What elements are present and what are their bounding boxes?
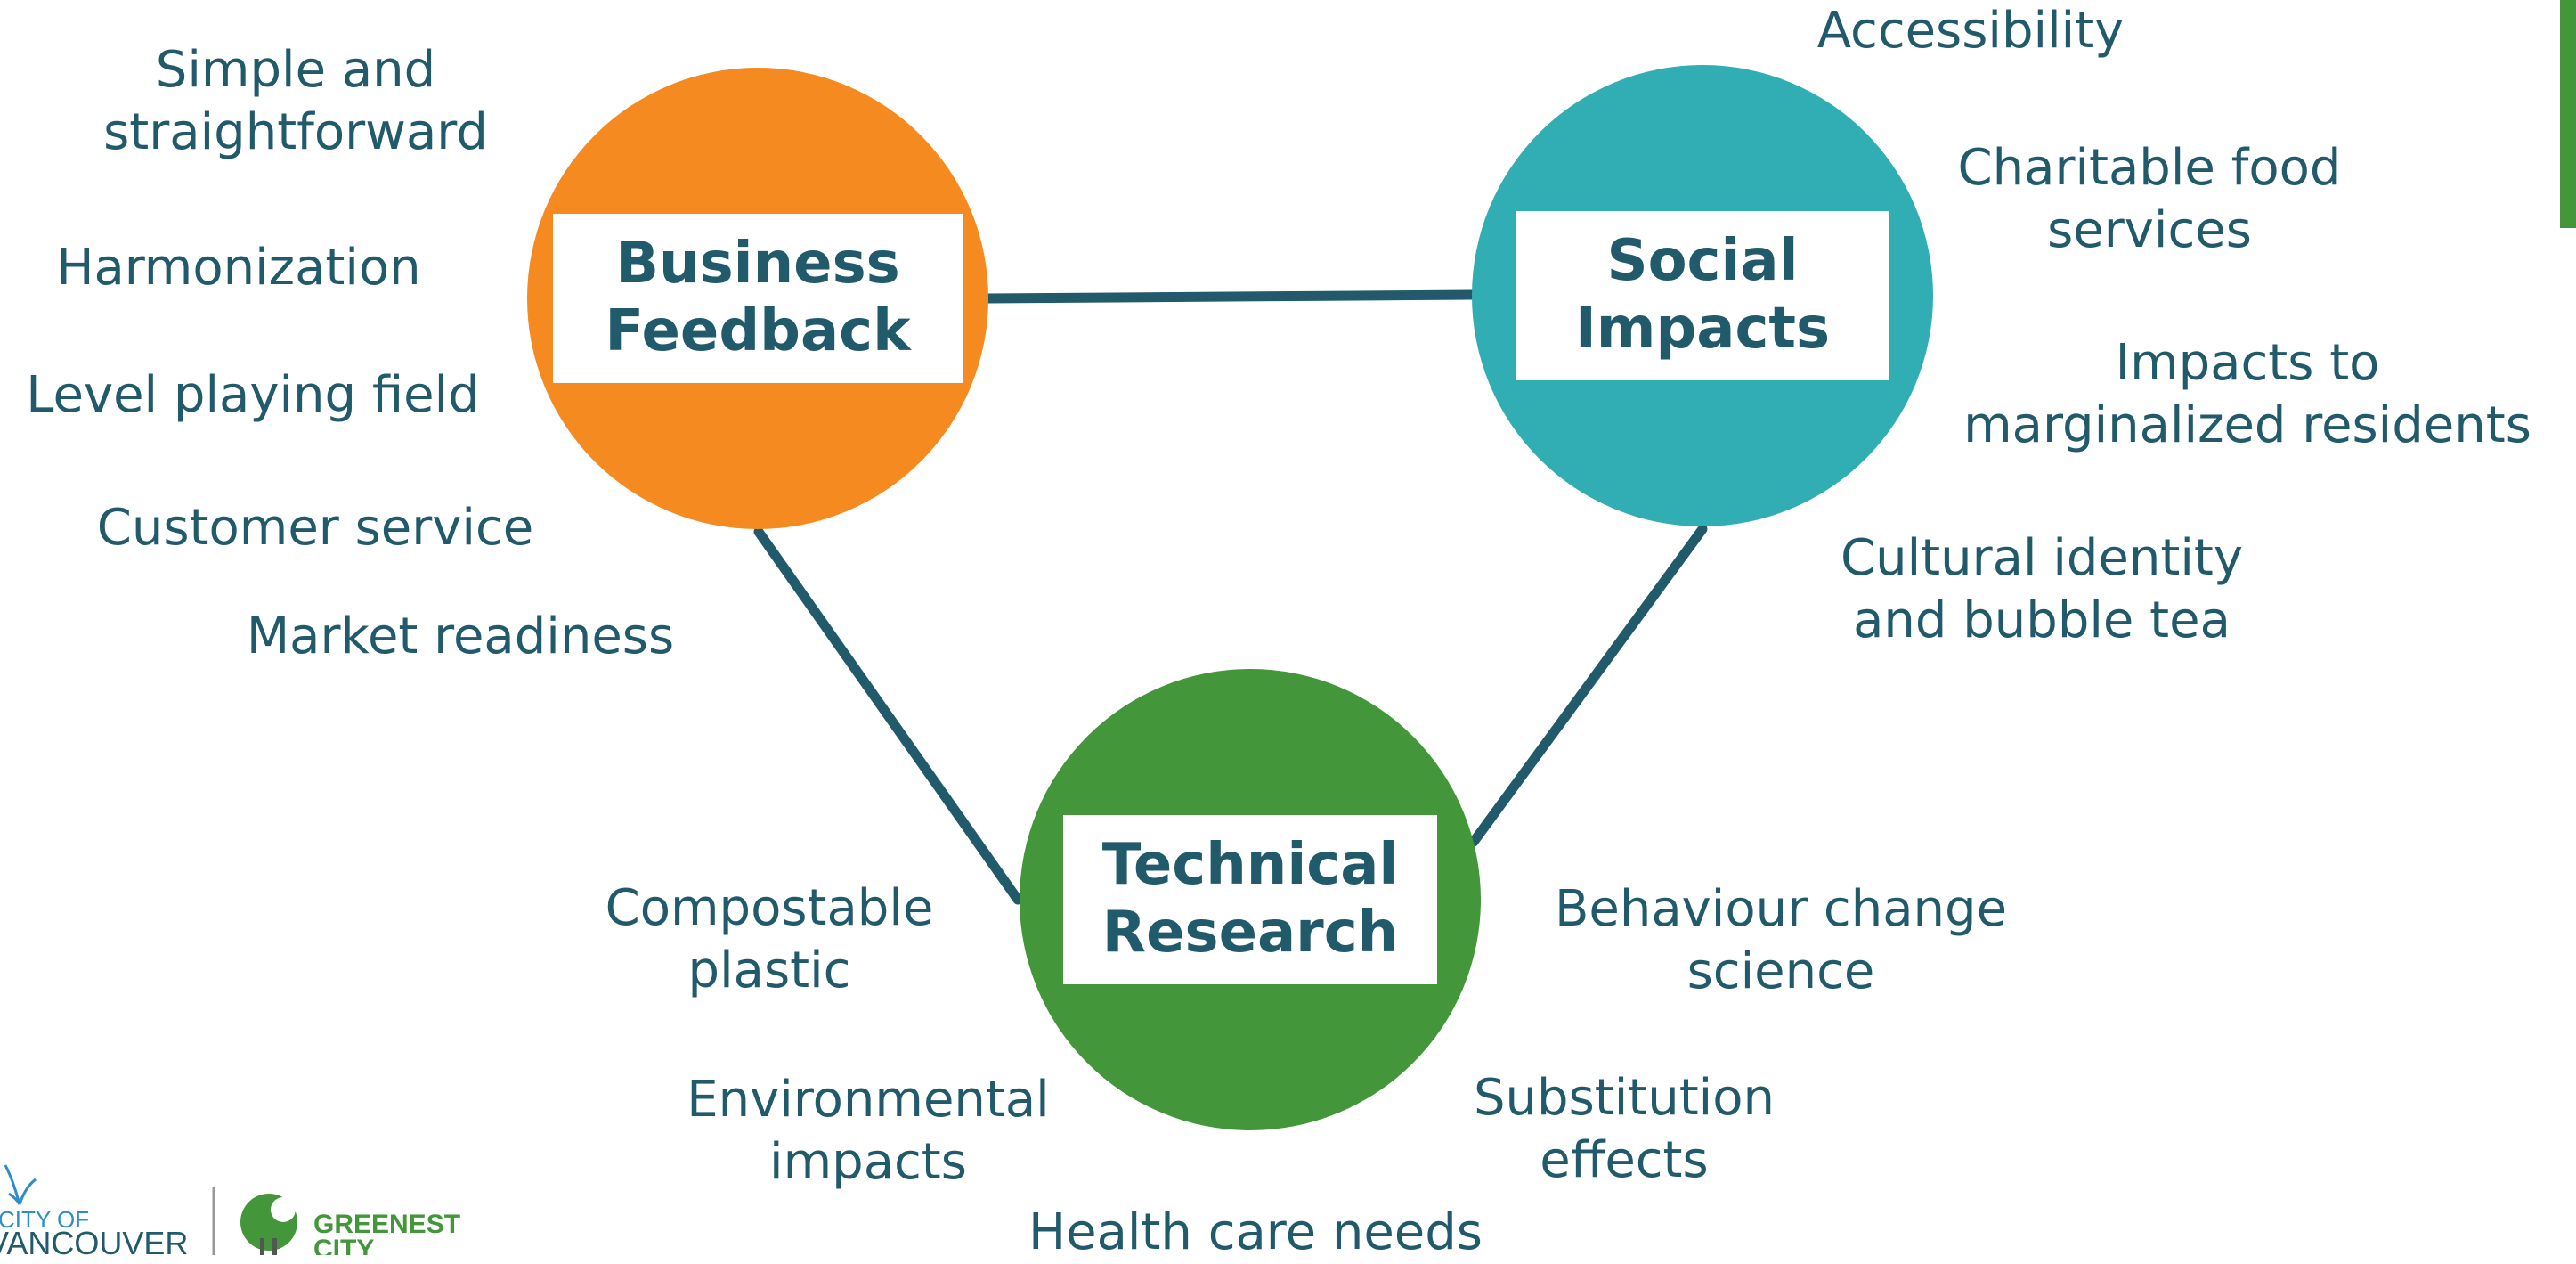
technical-research-label: Technical Research [1063,815,1437,984]
connector-social-technical [1468,524,1708,847]
factor-behaviour-change: Behaviour change science [1555,878,2007,1003]
business-feedback-node: Business Feedback [527,68,988,529]
social-label-line1: Social [1606,228,1799,295]
technical-label-line2: Research [1101,900,1399,966]
social-impacts-node: Social Impacts [1472,65,1933,526]
factor-line: Market readiness [246,608,675,665]
social-impacts-label: Social Impacts [1516,211,1889,380]
factor-line: plastic [687,942,851,999]
factor-market-readiness: Market readiness [247,606,674,668]
factor-simple-straightforward: Simple and straightforward [103,39,488,164]
factor-line: Customer service [96,499,534,557]
factor-line: Compostable [605,879,934,937]
factor-line: Charitable food [1957,139,2342,197]
factor-line: Cultural identity [1841,529,2243,587]
factor-line: services [2047,201,2252,259]
factor-environmental-impacts: Environmental impacts [687,1069,1049,1194]
factor-line: impacts [769,1133,967,1191]
factor-accessibility: Accessibility [1817,0,2125,62]
social-label-line2: Impacts [1574,296,1831,362]
technical-research-node: Technical Research [1020,669,1481,1130]
factor-line: marginalized residents [1963,396,2531,454]
logo-city-of: CITY OF [0,1206,89,1233]
factor-line: Accessibility [1816,2,2125,60]
factor-charitable-food-services: Charitable food services [1958,137,2342,262]
factor-line: and bubble tea [1853,591,2231,649]
accent-bar [2560,0,2576,228]
factor-line: Simple and [155,41,436,99]
factor-line: Impacts to [2115,334,2380,392]
technical-label-line1: Technical [1101,832,1399,899]
greenest-trunk-left [260,1238,264,1255]
factor-compostable-plastic: Compostable plastic [605,877,934,1002]
factor-line: straightforward [103,103,488,161]
factor-harmonization: Harmonization [56,237,420,299]
logo-greenest: GREENEST [313,1210,460,1239]
factor-cultural-identity: Cultural identity and bubble tea [1841,527,2243,652]
factor-line: Behaviour change [1554,880,2008,938]
business-label-line2: Feedback [605,298,911,364]
logo-vancouver: VANCOUVER [0,1225,188,1255]
factor-line: Level playing field [26,366,480,424]
factor-line: effects [1540,1131,1709,1189]
greenest-leaf-highlight [271,1197,296,1222]
factor-level-playing-field: Level playing field [26,364,479,427]
vancouver-leaf-icon [4,1164,37,1205]
factor-impacts-marginalized: Impacts to marginalized residents [1963,332,2531,457]
factor-substitution-effects: Substitution effects [1474,1067,1775,1192]
greenest-trunk-right [272,1238,277,1255]
factor-line: Environmental [687,1071,1050,1129]
factor-line: science [1686,942,1875,1000]
business-feedback-label: Business Feedback [553,214,963,383]
connector-business-technical [753,526,1023,905]
business-label-line1: Business [615,231,900,298]
factor-line: Substitution [1474,1069,1775,1127]
factor-line: Harmonization [56,239,421,297]
logo-city: CITY [313,1235,374,1255]
factor-customer-service: Customer service [97,497,533,559]
factor-health-care-needs: Health care needs [1028,1202,1483,1264]
factor-line: Health care needs [1028,1203,1483,1261]
city-greenest-logo: CITY OF VANCOUVER GREENEST CITY [0,1164,460,1255]
connector-business-social [983,289,1479,304]
